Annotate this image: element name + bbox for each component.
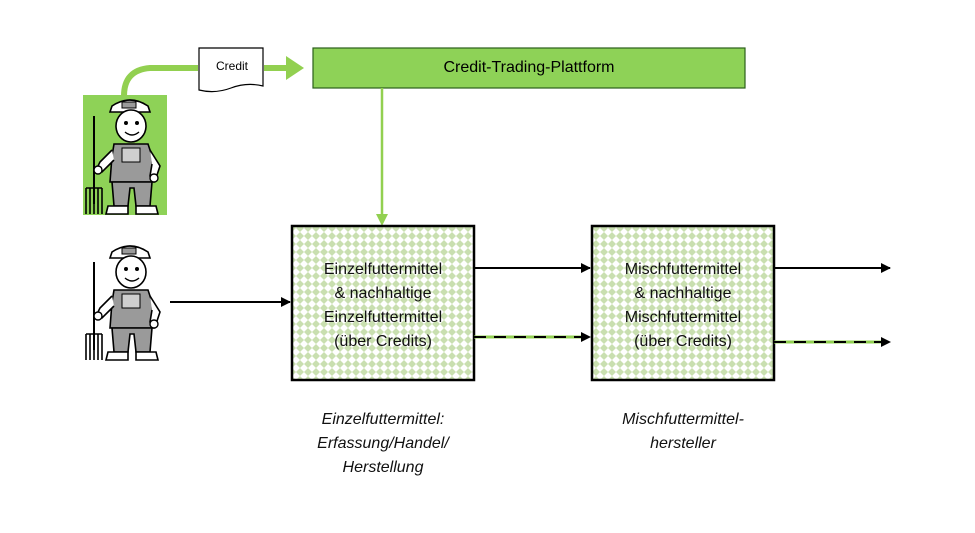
farmer-icon (85, 245, 161, 361)
box2-line: Mischfuttermittel (624, 309, 742, 326)
credit-label: Credit (215, 59, 248, 73)
box2-line: (über Credits) (634, 333, 732, 350)
box1-line: (über Credits) (334, 333, 432, 350)
caption-mischfuttermittel: Mischfuttermittel- hersteller (575, 408, 791, 456)
caption1-line: Einzelfuttermittel: (321, 411, 445, 428)
box1-line: Einzelfuttermittel (323, 261, 443, 278)
box2 (590, 224, 776, 382)
box2-line: Mischfuttermittel (624, 261, 742, 278)
document-icon (198, 47, 264, 93)
box1-line: & nachhaltige (334, 285, 432, 302)
box1-text: Einzelfuttermittel & nachhaltige Einzelf… (292, 258, 474, 354)
caption-einzelfuttermittel: Einzelfuttermittel: Erfassung/Handel/ He… (280, 408, 486, 480)
farmer-to-credit-arrow (121, 65, 198, 97)
caption1-line: Herstellung (342, 459, 424, 476)
caption2-line: hersteller (650, 435, 716, 452)
box2-text: Mischfuttermittel & nachhaltige Mischfut… (592, 258, 774, 354)
platform-label: Credit-Trading-Plattform (443, 59, 615, 76)
box2-line: & nachhaltige (634, 285, 732, 302)
caption2-line: Mischfuttermittel- (622, 411, 744, 428)
platform-bar (312, 47, 746, 89)
box1 (290, 224, 476, 382)
box1-line: Einzelfuttermittel (323, 309, 443, 326)
platform-to-box1-arrowhead (376, 214, 388, 226)
caption1-line: Erfassung/Handel/ (317, 435, 449, 452)
credit-to-platform-arrowhead (286, 56, 304, 80)
